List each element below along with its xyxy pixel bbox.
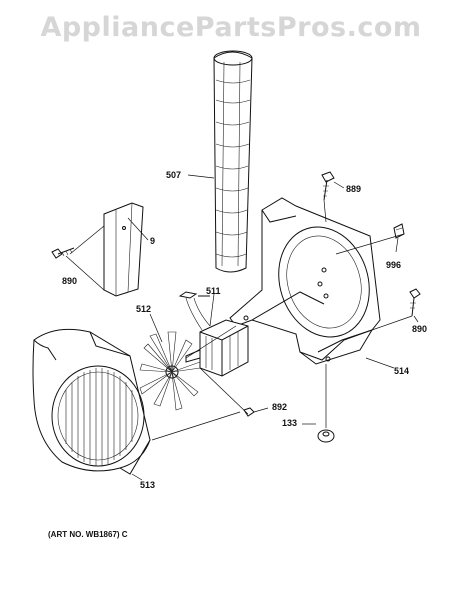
- fan-blade-512: [139, 331, 201, 411]
- screw-890-right: [409, 288, 421, 317]
- callout-133: 133: [282, 418, 298, 428]
- callout-9: 9: [150, 236, 156, 246]
- callout-996: 996: [386, 260, 402, 270]
- screw-890-left: [51, 247, 75, 259]
- cross-flow-fan-507: [213, 50, 253, 273]
- bracket-9: [103, 202, 144, 297]
- callout-512: 512: [136, 304, 152, 314]
- watermark: AppliancePartsPros.com: [40, 12, 422, 43]
- callout-leaders: [65, 174, 419, 481]
- blower-housing-513: [32, 328, 151, 475]
- callout-890-right: 890: [412, 324, 428, 334]
- callout-514: 514: [394, 366, 410, 376]
- callout-511: 511: [206, 286, 221, 296]
- callout-892: 892: [272, 402, 288, 412]
- motor-mount-514: [229, 197, 381, 365]
- callout-513: 513: [140, 480, 156, 490]
- callout-507: 507: [166, 170, 182, 180]
- screw-889: [321, 171, 335, 201]
- bushing-133: [317, 429, 335, 443]
- clip-996: [393, 223, 405, 239]
- callout-890-left: 890: [62, 276, 78, 286]
- art-number: (ART NO. WB1867) C: [48, 530, 128, 539]
- motor-511: [178, 291, 249, 377]
- callout-889: 889: [346, 184, 362, 194]
